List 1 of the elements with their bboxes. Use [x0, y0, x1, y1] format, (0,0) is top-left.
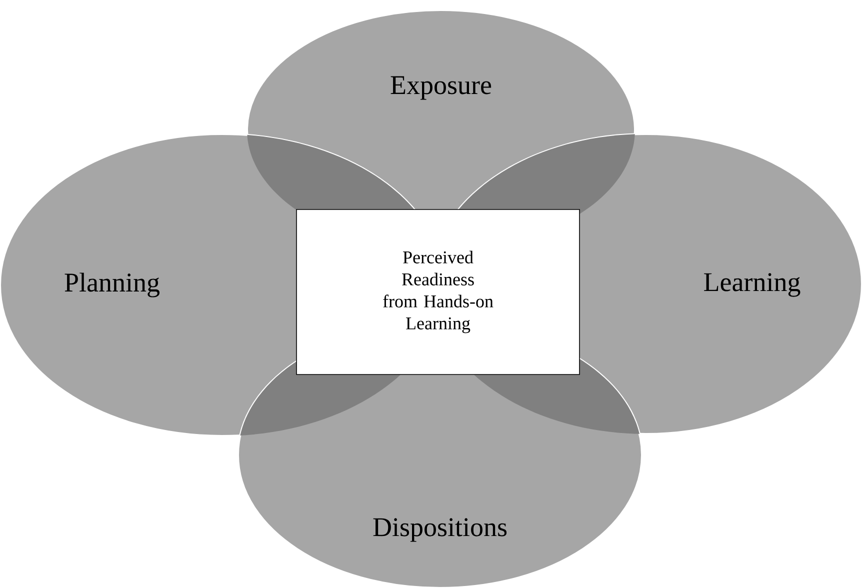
text-box: Perceived Readiness from Hands-on Learning — [296, 209, 580, 375]
